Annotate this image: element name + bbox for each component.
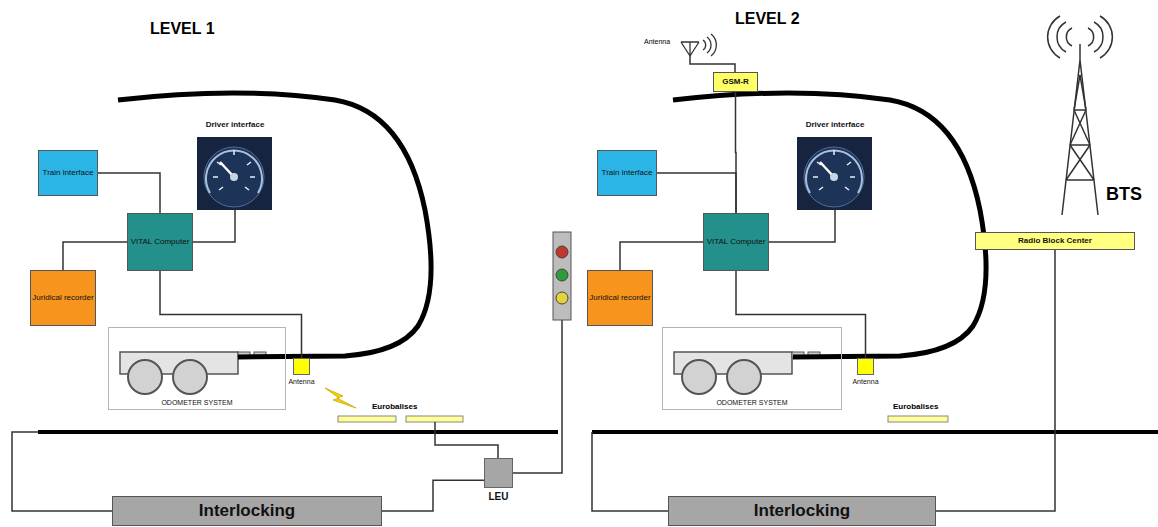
connector-line	[63, 242, 127, 270]
node-text: GSM-R	[722, 77, 749, 86]
signal-lamp	[556, 246, 568, 258]
node-text: Radio Block Center	[1018, 236, 1092, 245]
level-heading: LEVEL 1	[150, 20, 215, 38]
rbc-box: Radio Block Center	[975, 232, 1135, 250]
eurobalise	[338, 416, 396, 422]
balise-label: Eurobalises	[372, 402, 417, 411]
cab-outline	[118, 93, 431, 357]
node-text: Train interface	[602, 168, 653, 177]
signal-head	[553, 232, 571, 320]
level-heading: LEVEL 2	[735, 10, 800, 28]
antenna-symbol	[681, 34, 716, 56]
marker-block	[293, 358, 310, 375]
marker-block	[857, 358, 874, 375]
connector-line	[193, 210, 235, 242]
leu-box: LEU	[484, 458, 513, 503]
bts-label: BTS	[1106, 184, 1142, 205]
wire	[12, 432, 112, 511]
interface-box: Train interface	[38, 150, 98, 196]
track	[592, 430, 1158, 434]
wire	[592, 432, 668, 511]
radio-box: GSM-R	[713, 72, 758, 92]
node-text: Driver interface	[806, 120, 865, 129]
interlocking-box: Interlocking	[112, 496, 382, 526]
signal-bolt	[325, 388, 356, 408]
wire	[513, 320, 562, 473]
signal-lamp	[556, 269, 568, 281]
connector-line	[936, 250, 1055, 512]
connector-line	[98, 173, 160, 213]
node-text: Juridical recorder	[589, 293, 650, 302]
eurobalise	[888, 416, 948, 422]
marker-block	[484, 458, 513, 488]
antenna-label: Antenna	[644, 38, 670, 46]
odometer-frame: ODOMETER SYSTEM	[662, 327, 842, 410]
connector-line	[382, 480, 484, 511]
cab-outline	[673, 93, 986, 357]
driver-display: Driver interface	[195, 120, 275, 210]
recorder-box: Juridical recorder	[587, 270, 653, 326]
signal-lamp	[556, 292, 568, 304]
connector-line	[160, 271, 302, 358]
speedometer	[197, 137, 272, 210]
wire	[690, 56, 735, 72]
interlocking-box: Interlocking	[668, 496, 936, 526]
computer-box: VITAL Computer	[127, 213, 193, 271]
node-text: ODOMETER SYSTEM	[161, 399, 232, 407]
node-text: Driver interface	[206, 120, 265, 129]
computer-box: VITAL Computer	[703, 213, 769, 271]
node-text: Interlocking	[754, 501, 850, 521]
eurobalise	[406, 416, 463, 422]
node-text: Train interface	[43, 168, 94, 177]
node-text: VITAL Computer	[131, 237, 190, 246]
connector-line	[620, 242, 703, 270]
node-text: Juridical recorder	[32, 293, 93, 302]
connector-line	[736, 271, 866, 358]
antenna-block: Antenna	[288, 358, 314, 386]
node-text: ODOMETER SYSTEM	[716, 399, 787, 407]
node-text: LEU	[489, 491, 509, 503]
interface-box: Train interface	[597, 150, 657, 196]
node-text: VITAL Computer	[707, 237, 766, 246]
wire	[435, 422, 498, 458]
recorder-box: Juridical recorder	[30, 270, 96, 326]
antenna-block: Antenna	[852, 358, 878, 386]
connector-line	[657, 173, 736, 213]
bts-tower	[1048, 16, 1113, 215]
node-text: Antenna	[288, 378, 314, 386]
driver-display: Driver interface	[795, 120, 875, 210]
connector-line	[769, 210, 835, 242]
odometer-frame: ODOMETER SYSTEM	[108, 327, 286, 410]
speedometer	[797, 137, 872, 210]
node-text: Antenna	[852, 378, 878, 386]
node-text: Interlocking	[199, 501, 295, 521]
track	[38, 430, 558, 434]
balise-label: Eurobalises	[893, 402, 938, 411]
